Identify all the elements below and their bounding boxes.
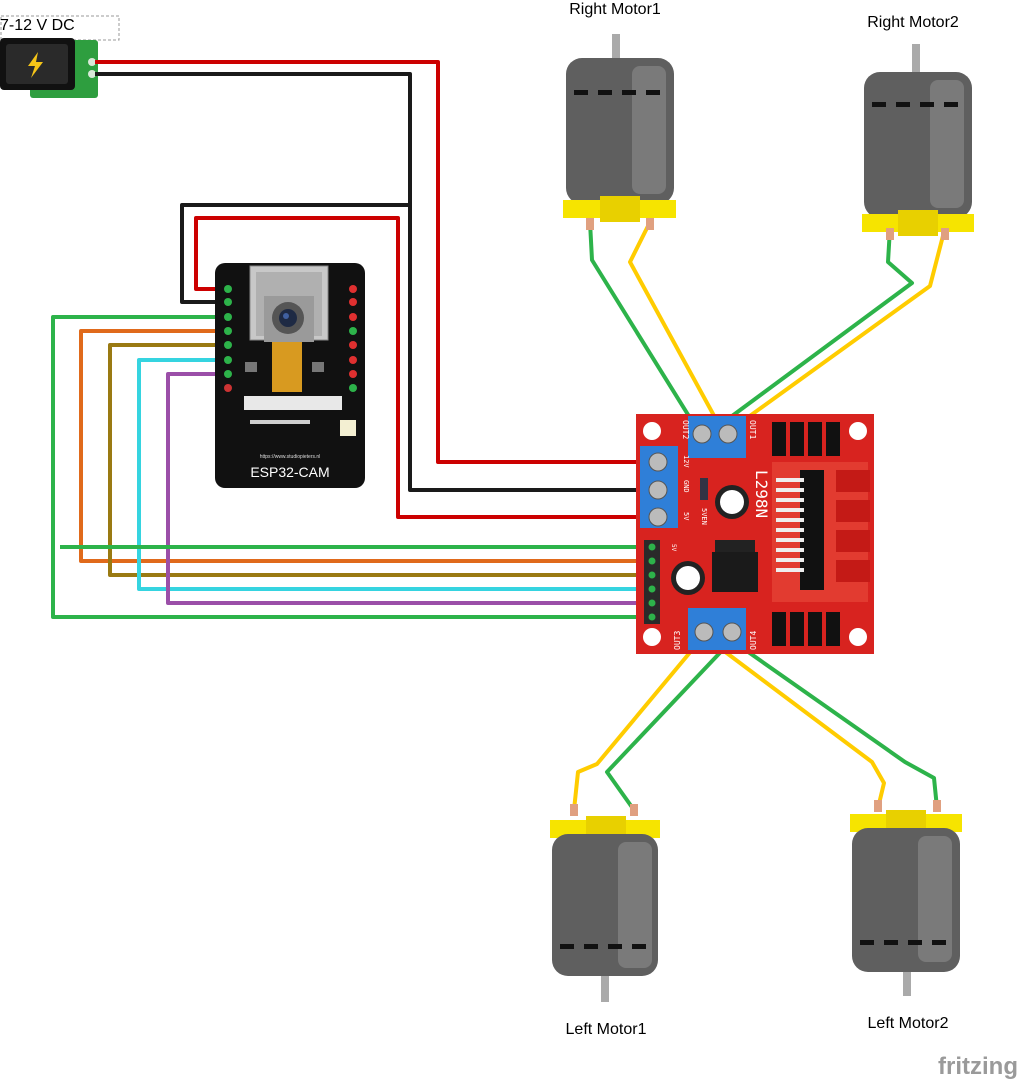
l298n-label: L298N (752, 470, 771, 518)
left-motor-2-label: Left Motor2 (868, 1015, 949, 1032)
in-5v-label: 5V (670, 544, 677, 552)
left-motor-1-label: Left Motor1 (566, 1021, 647, 1038)
wire-signal-cyan (137, 358, 646, 591)
wire-lm2-green (732, 640, 939, 809)
wire-signal-green-1 (51, 315, 646, 619)
wire-rm2-green (703, 227, 914, 438)
wire-gnd-black (180, 203, 410, 304)
wire-rm1-yellow (628, 221, 726, 435)
5v-label: 5V (682, 512, 690, 521)
esp32-left-pins (224, 285, 232, 392)
left-motor-1: Left Motor1 (550, 804, 660, 1038)
wire-signal-purple (166, 372, 646, 605)
driver-input-header (644, 540, 660, 624)
l298n-driver-board: OUT2 OUT1 12V GND 5V 5VEN L298N (636, 414, 874, 654)
right-motor-1: Right Motor1 (563, 1, 676, 230)
wire-rm2-yellow (720, 227, 947, 438)
lightning-icon (28, 52, 43, 78)
esp32-name: ESP32-CAM (250, 464, 329, 480)
out2-label: OUT2 (681, 420, 690, 439)
out3-label: OUT3 (673, 631, 682, 650)
left-motor-2: Left Motor2 (850, 800, 962, 1032)
wire-lm1-yellow (572, 636, 704, 811)
power-label: 7-12 V DC (0, 17, 75, 34)
wire-rm1-green (588, 221, 702, 436)
5ven-label: 5VEN (700, 508, 708, 525)
fritzing-logo: fritzing (938, 1053, 1018, 1080)
wire-lm1-green (605, 638, 734, 812)
wire-lm2-yellow (710, 640, 886, 809)
right-motor-2: Right Motor2 (862, 14, 974, 240)
wire-5v-red (194, 216, 640, 519)
wire-signal-olive (108, 343, 646, 577)
right-motor-2-label: Right Motor2 (867, 14, 959, 31)
out4-label: OUT4 (749, 631, 758, 650)
wires (51, 60, 947, 812)
right-motor-1-label: Right Motor1 (569, 1, 661, 18)
power-jack: 7-12 V DC (0, 15, 120, 98)
out1-label: OUT1 (748, 420, 757, 439)
esp32-cam-board: https://www.studiopieters.nl ESP32-CAM (215, 263, 365, 488)
wire-power-black (95, 72, 640, 492)
esp32-url: https://www.studiopieters.nl (260, 454, 321, 460)
wire-signal-orange (79, 329, 646, 563)
gnd-label: GND (682, 480, 690, 493)
esp32-right-pins (349, 285, 357, 392)
12v-label: 12V (682, 455, 690, 468)
wire-power-red (95, 60, 640, 464)
